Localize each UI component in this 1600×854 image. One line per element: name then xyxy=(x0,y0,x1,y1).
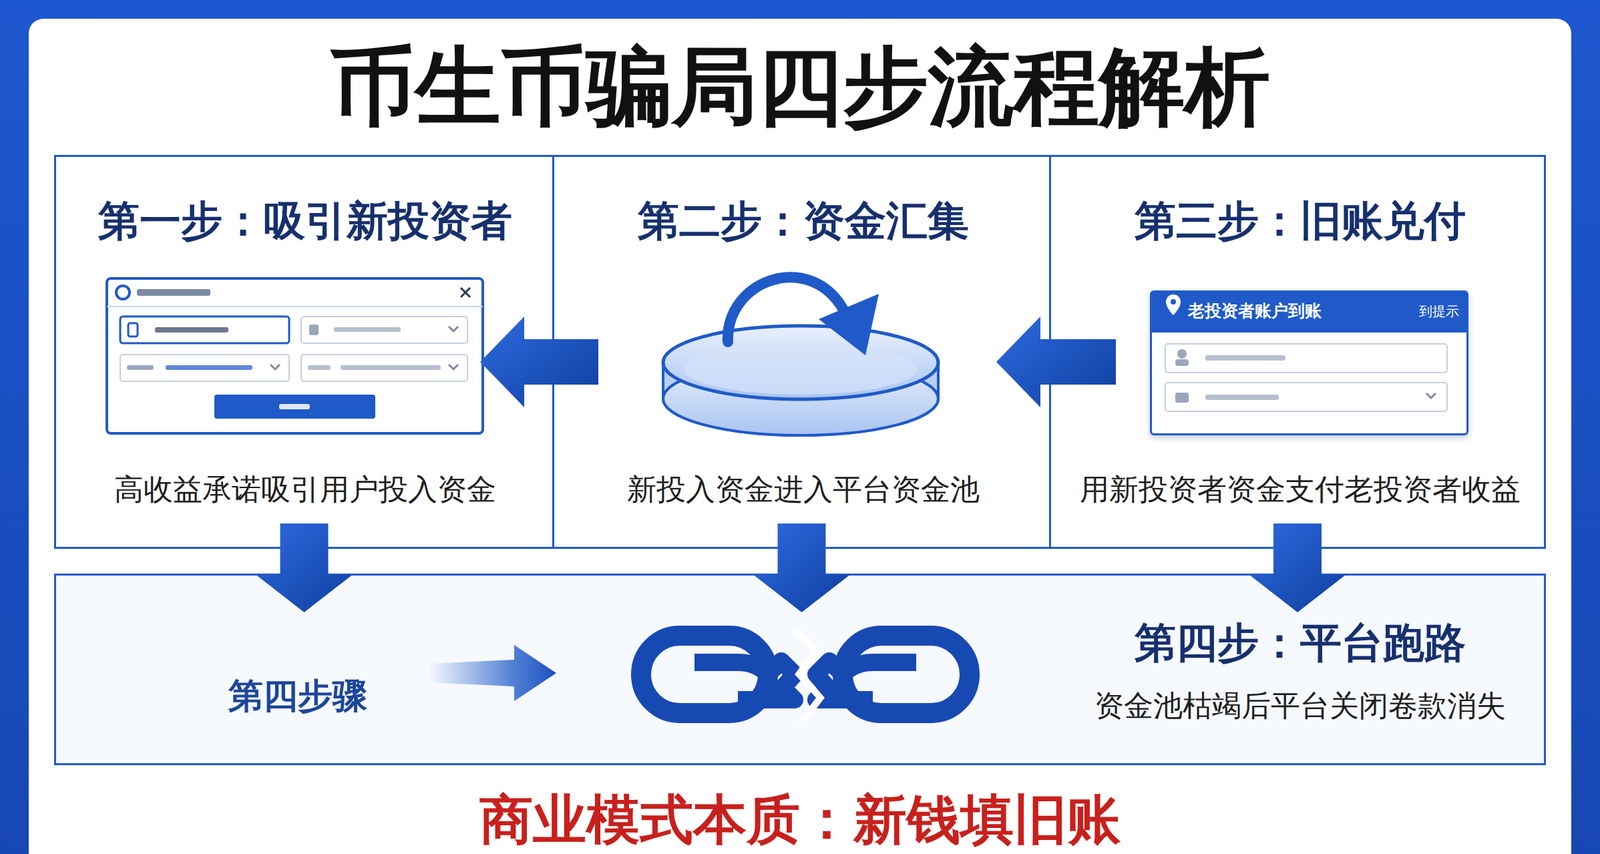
diagram-caption: 商业模式本质：新钱填旧账 xyxy=(28,787,1572,853)
step-caption: 用新投资者资金支付老投资者收益 xyxy=(1051,472,1550,508)
flow-arrow xyxy=(996,316,1116,408)
band-label: 第四步骤 xyxy=(228,675,416,717)
step-panel: 第三步：旧账兑付用新投资者资金支付老投资者收益老投资者账户到账到提示 xyxy=(1049,154,1546,549)
flow-arrow xyxy=(256,523,353,613)
step-caption: 新投入资金进入平台资金池 xyxy=(554,472,1053,508)
step-heading: 第三步：旧账兑付 xyxy=(1051,196,1550,246)
step-heading: 第一步：吸引新投资者 xyxy=(56,196,555,246)
diagram-title: 币生币骗局四步流程解析 xyxy=(28,35,1572,139)
flow-arrow xyxy=(1249,523,1346,613)
step-caption: 高收益承诺吸引用户投入资金 xyxy=(56,472,555,508)
flow-arrow xyxy=(753,523,851,613)
account-window-fields xyxy=(1165,294,1448,412)
broken-chain xyxy=(641,631,970,722)
flow-arrow xyxy=(480,316,599,408)
form-mockup xyxy=(106,278,483,434)
step-panel: 第一步：吸引新投资者高收益承诺吸引用户投入资金 xyxy=(54,154,555,549)
step-panel: 第二步：资金汇集新投入资金进入平台资金池 xyxy=(552,154,1052,549)
step-heading: 第四步：平台跑路 xyxy=(1066,618,1534,668)
account-window: 老投资者账户到账到提示 xyxy=(1149,290,1469,436)
fade-arrow xyxy=(428,645,557,702)
window-hint: 到提示 xyxy=(1400,303,1460,320)
final-step-band: 第四步骤 第四步：平台跑路资金池枯竭后平台关闭卷款消失 xyxy=(54,573,1546,766)
step-heading: 第二步：资金汇集 xyxy=(554,196,1053,246)
fund-pool xyxy=(663,277,939,436)
step-caption: 资金池枯竭后平台关闭卷款消失 xyxy=(1066,688,1534,724)
window-title: 老投资者账户到账 xyxy=(1187,301,1402,322)
